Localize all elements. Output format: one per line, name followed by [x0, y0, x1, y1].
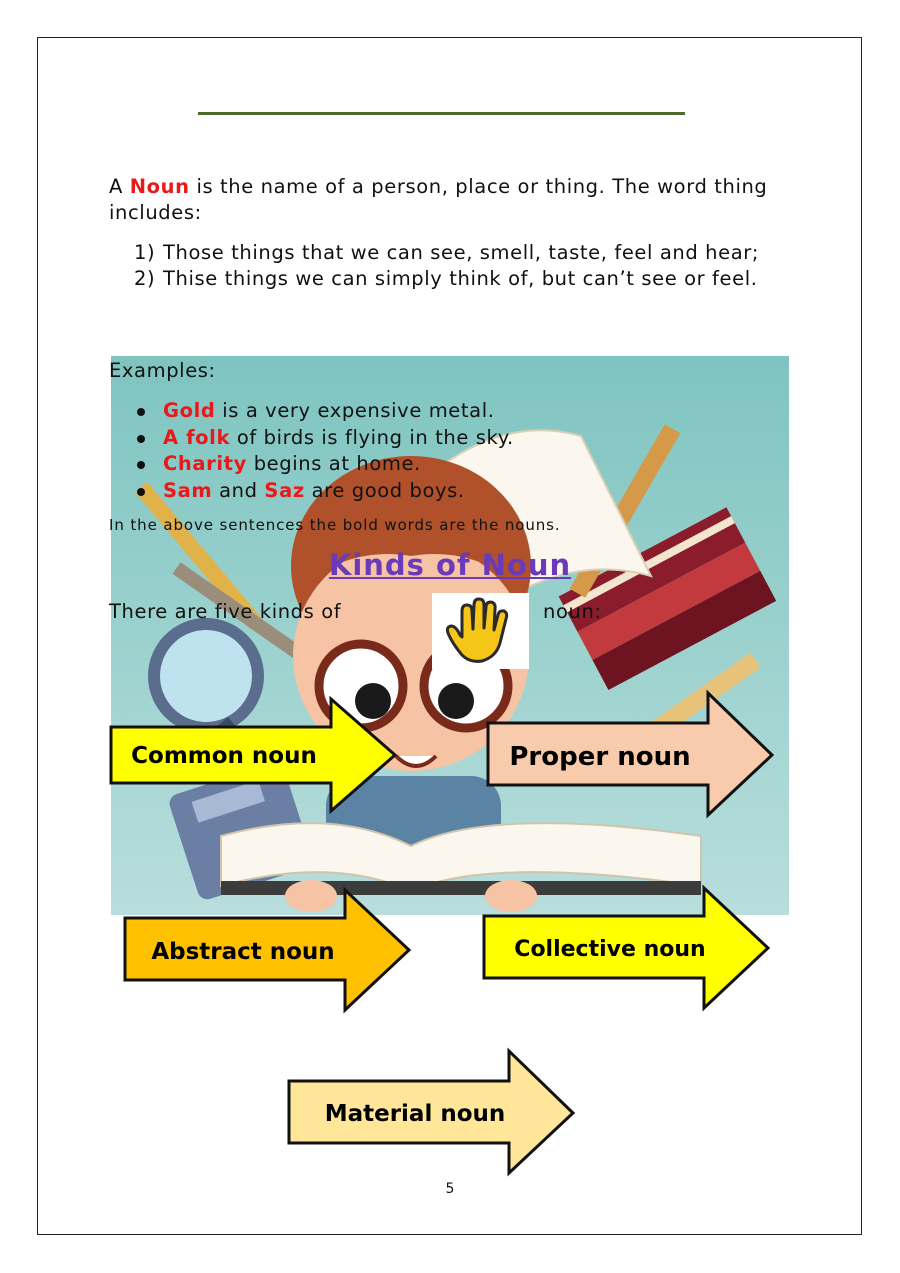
noun-keyword: Noun: [129, 175, 190, 198]
list-item: Sam and Saz are good boys.: [137, 478, 514, 505]
material-noun-arrow: Material noun: [287, 1047, 576, 1177]
page-border: [37, 37, 862, 1235]
examples-note: In the above sentences the bold words ar…: [109, 516, 561, 534]
list-item: 2)Thise things we can simply think of, b…: [134, 267, 758, 290]
common-noun-label: Common noun: [131, 743, 317, 769]
abstract-noun-arrow: Abstract noun: [123, 886, 412, 1014]
list-item: Charity begins at home.: [137, 451, 514, 478]
section-title: Kinds of Noun: [328, 548, 572, 582]
proper-noun-label: Proper noun: [509, 742, 690, 772]
material-noun-label: Material noun: [325, 1101, 506, 1127]
list-item: Gold is a very expensive metal.: [137, 398, 514, 425]
proper-noun-arrow: Proper noun: [486, 689, 775, 819]
numbered-list: 1)Those things that we can see, smell, t…: [134, 240, 794, 292]
page-number: 5: [445, 1181, 455, 1197]
collective-noun-label: Collective noun: [514, 937, 705, 962]
kinds-intro-end: noun:: [543, 600, 602, 623]
top-rule: [198, 112, 685, 115]
abstract-noun-label: Abstract noun: [151, 939, 334, 965]
intro-paragraph: A Noun is the name of a person, place or…: [109, 175, 768, 224]
examples-list: Gold is a very expensive metal. A folk o…: [137, 398, 514, 504]
list-item: A folk of birds is flying in the sky.: [137, 425, 514, 452]
examples-label: Examples:: [109, 359, 216, 382]
kinds-intro: There are five kinds of: [109, 600, 342, 623]
common-noun-arrow: Common noun: [109, 695, 398, 815]
list-item: 1)Those things that we can see, smell, t…: [134, 241, 760, 264]
collective-noun-arrow: Collective noun: [482, 884, 771, 1012]
reading-kid-illustration: [111, 356, 789, 915]
open-hand-icon: [432, 593, 529, 669]
